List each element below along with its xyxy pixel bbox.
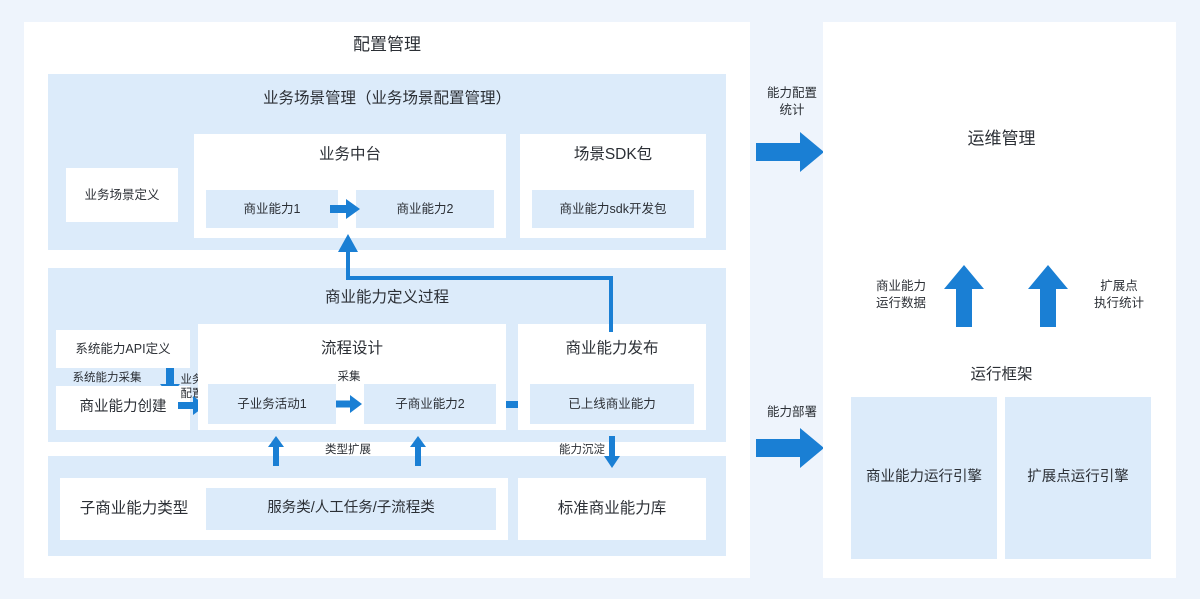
sub-capability-2-label: 子商业能力2 [395, 396, 465, 411]
scene-sdk-title: 场景SDK包 [573, 145, 653, 163]
standard-capability-library-label: 标准商业能力库 [557, 499, 667, 517]
process-collect-arrow-icon [336, 395, 362, 413]
process-design-title: 流程设计 [320, 339, 383, 357]
capability-1-chip[interactable] [206, 190, 338, 228]
left-card-title: 配置管理 [353, 34, 421, 54]
capability-definition-panel-title: 商业能力定义过程 [324, 288, 449, 306]
capability-publish-title: 商业能力发布 [565, 339, 659, 357]
sdk-package-label: 商业能力sdk开发包 [559, 201, 667, 216]
capability-2-label: 商业能力2 [396, 201, 454, 216]
standard-capability-library-box[interactable] [518, 478, 706, 540]
extension-exec-stats-label: 扩展点 执行统计 [1093, 278, 1144, 311]
capability-deploy-label: 能力部署 [766, 404, 817, 419]
online-capability-chip[interactable] [530, 384, 694, 424]
capability-1-to-2-arrow-icon [330, 199, 360, 219]
business-scene-panel-title: 业务场景管理（业务场景配置管理） [262, 89, 511, 107]
config-stats-label: 能力配置 统计 [766, 85, 817, 118]
system-api-definition-box[interactable] [56, 330, 190, 368]
sub-capability-type-chip[interactable] [206, 488, 496, 530]
system-capability-collect-label: 系统能力采集 [72, 372, 142, 385]
capability-deploy-arrow-icon [756, 428, 824, 468]
capability-runtime-data-arrow-icon [944, 265, 984, 327]
type-extension-arrow-left-icon [268, 436, 284, 466]
type-extension-label: 类型扩展 [325, 444, 371, 457]
publish-to-midplatform-connector [336, 232, 626, 332]
business-scene-definition-box[interactable] [66, 168, 178, 222]
sub-activity-1-chip[interactable] [208, 384, 336, 424]
capability-runtime-engine-label: 商业能力运行引擎 [866, 469, 982, 486]
capability-1-label: 商业能力1 [243, 201, 301, 216]
sub-capability-2-chip[interactable] [364, 384, 496, 424]
capability-create-label: 商业能力创建 [79, 399, 167, 416]
sdk-package-chip[interactable] [532, 190, 694, 228]
business-midplatform-title: 业务中台 [318, 145, 381, 163]
business-scene-definition-label: 业务场景定义 [84, 187, 160, 202]
capability-settle-label: 能力沉淀 [559, 444, 605, 457]
capability-create-box[interactable] [56, 386, 190, 430]
sub-capability-type-label: 子商业能力类型 [79, 499, 189, 517]
online-capability-label: 已上线商业能力 [568, 396, 656, 411]
capability-settle-arrow-icon [604, 436, 620, 468]
extension-exec-stats-arrow-icon [1028, 265, 1068, 327]
ops-management-label: 运维管理 [967, 128, 1036, 148]
business-config-label: 业务 配置 [180, 373, 204, 400]
system-api-definition-label: 系统能力API定义 [75, 341, 171, 356]
runtime-framework-title: 运行框架 [970, 365, 1033, 383]
process-collect-label: 采集 [337, 371, 361, 384]
sub-activity-1-label: 子业务活动1 [237, 396, 307, 411]
config-stats-arrow-icon [756, 132, 824, 172]
capability-2-chip[interactable] [356, 190, 494, 228]
extension-runtime-engine-chip[interactable] [1005, 397, 1151, 559]
type-extension-arrow-right-icon [410, 436, 426, 466]
extension-runtime-engine-label: 扩展点运行引擎 [1027, 469, 1129, 486]
sub-capability-type-chip-label: 服务类/人工任务/子流程类 [267, 500, 435, 517]
capability-runtime-engine-chip[interactable] [851, 397, 997, 559]
capability-runtime-data-label: 商业能力 运行数据 [875, 278, 926, 311]
ops-management-box [828, 22, 1175, 256]
